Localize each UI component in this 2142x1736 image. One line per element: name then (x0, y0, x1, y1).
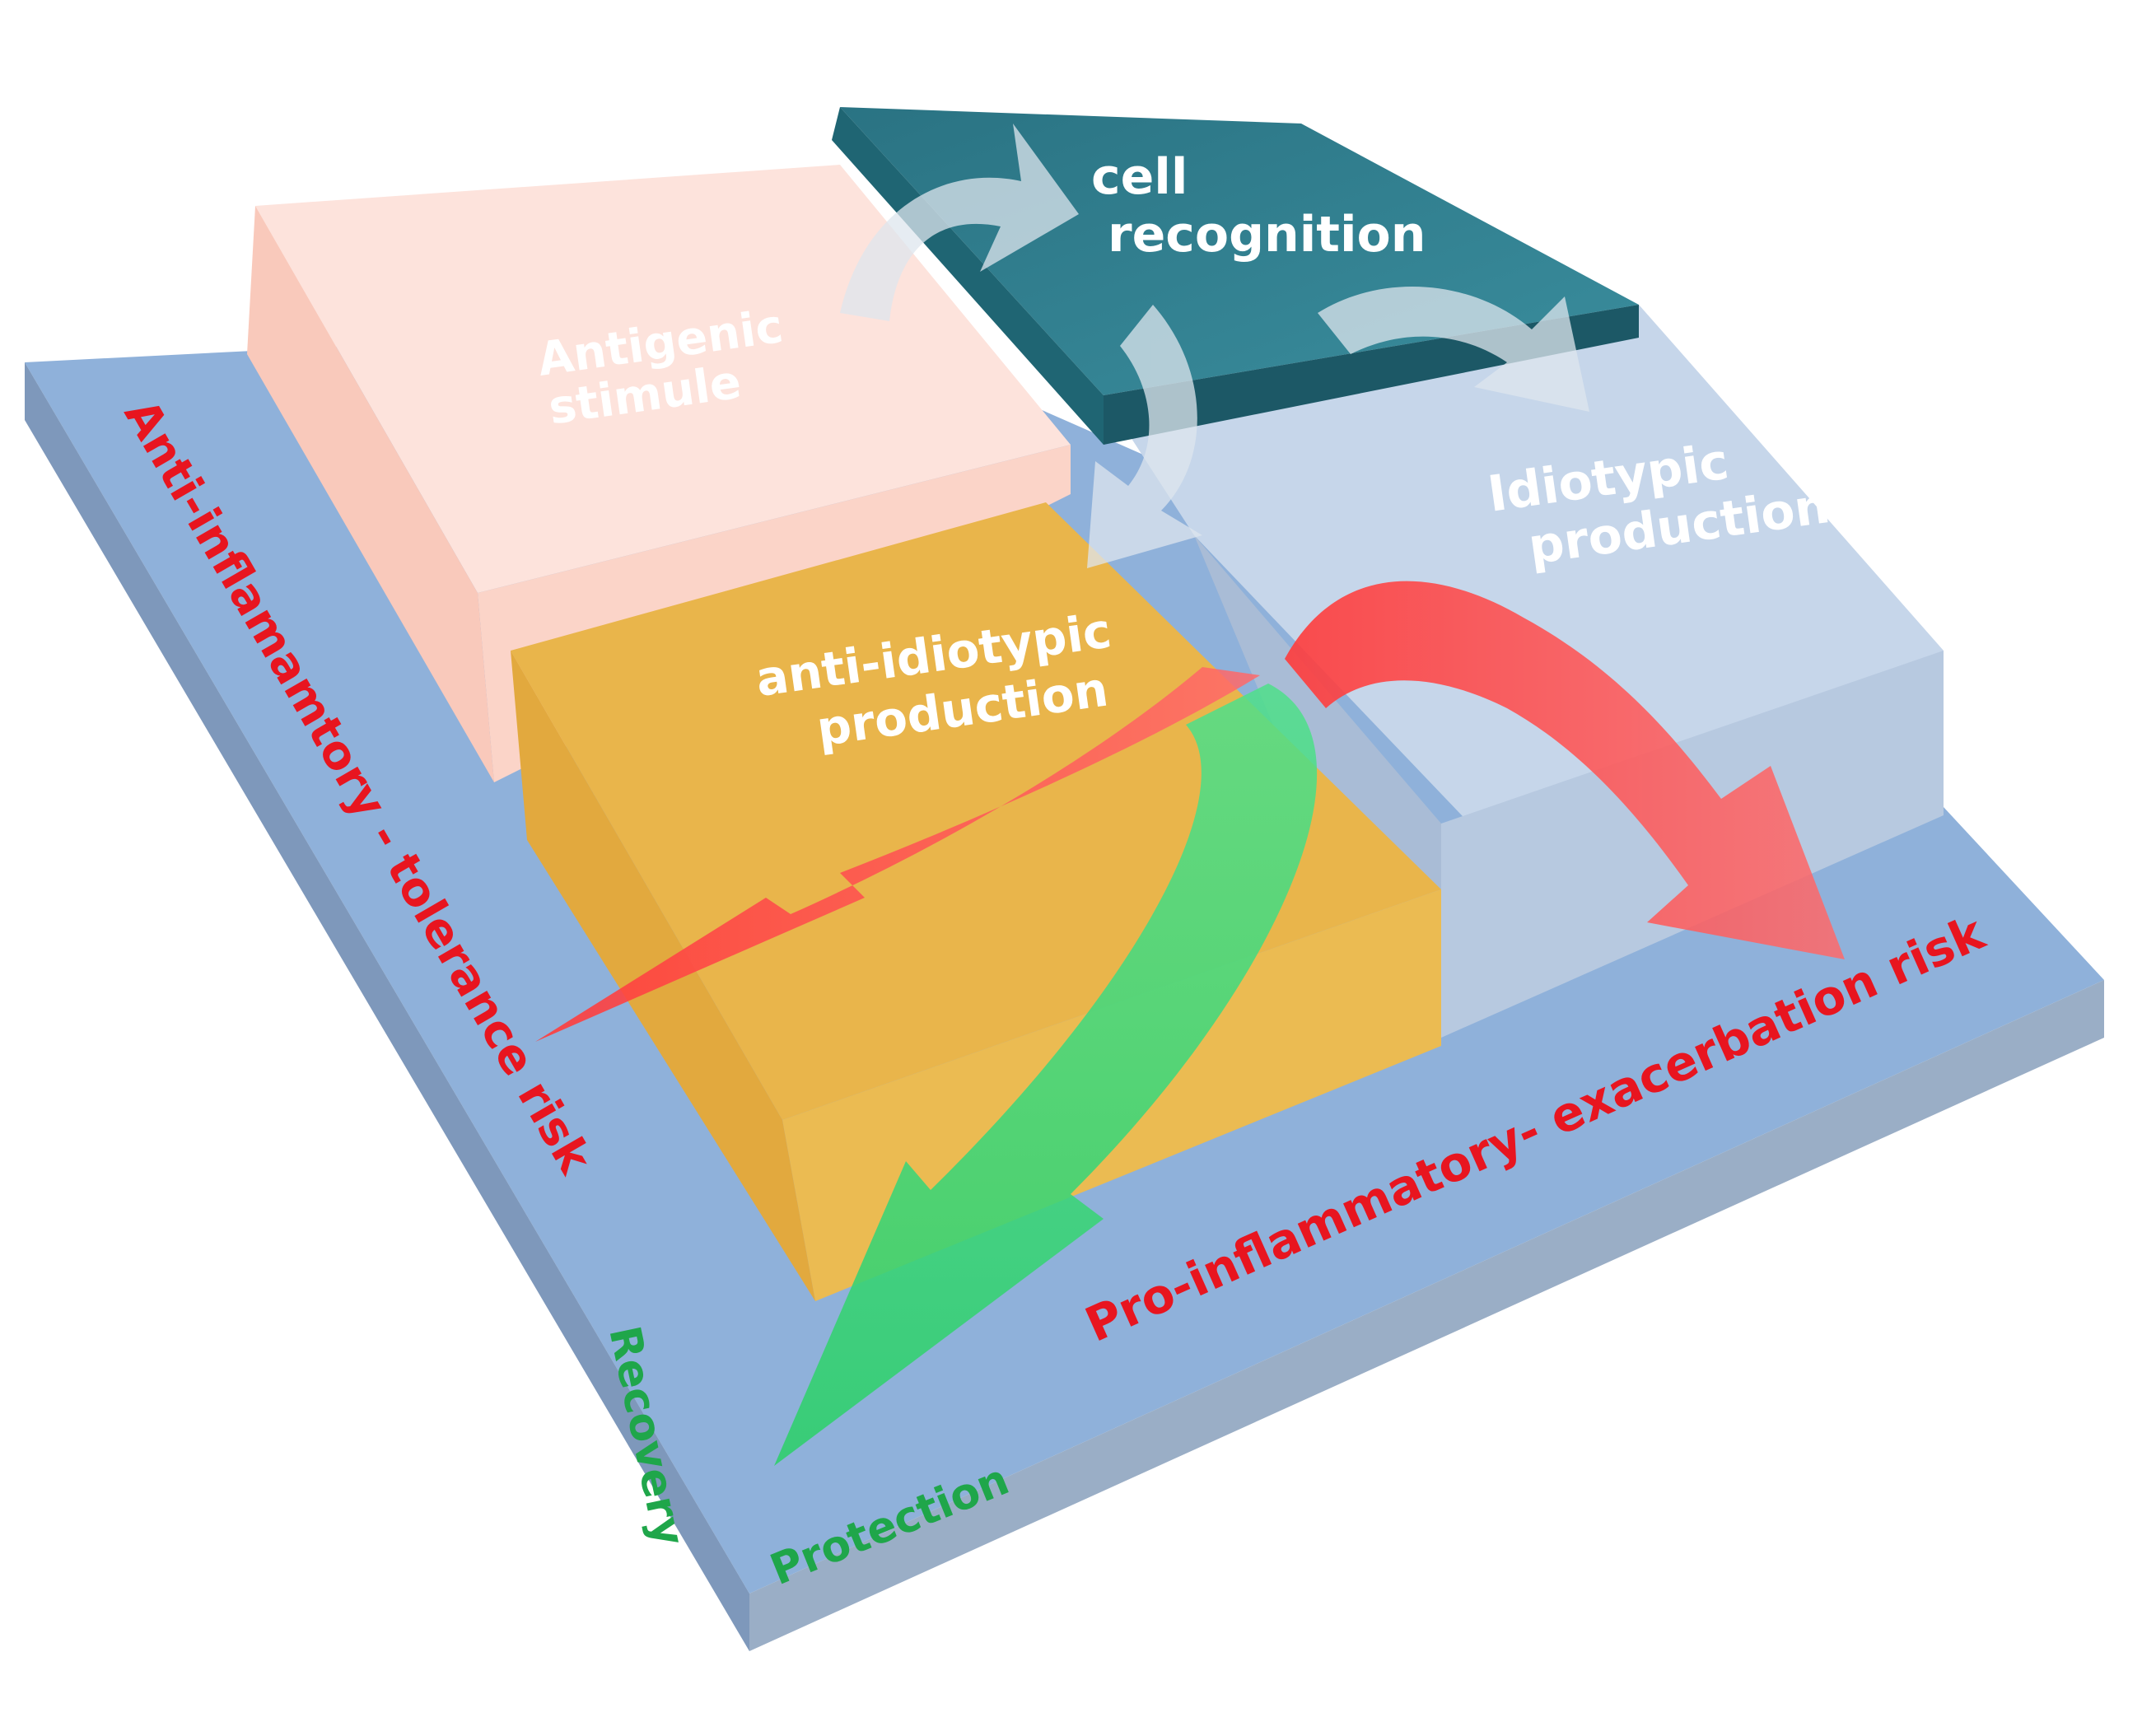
platform-front-side (749, 980, 2104, 1651)
cycle-arrow-icon (1318, 286, 1589, 412)
anti-inflammatory-arrow (535, 667, 1260, 1042)
cell-recognition-label: cell recognition (1091, 148, 1426, 264)
green-arrow-icon (774, 684, 1318, 1466)
antigenic-block-side (247, 206, 494, 782)
cycle-arrow-icon (840, 124, 1079, 321)
cycle-arrow-icon (1087, 305, 1202, 568)
cycle-arrows (840, 124, 1589, 568)
cell-recognition-line1: cell (1091, 148, 1188, 206)
cell-block-side (832, 107, 1104, 445)
red-arrow-right-icon (1285, 581, 1845, 959)
cell-recognition-line2: recognition (1108, 206, 1426, 264)
recovery-protection-arrow (774, 684, 1318, 1466)
pro-inflammatory-arrow (1285, 581, 1845, 959)
platform-left-side (25, 362, 749, 1651)
red-arrow-left-icon (535, 667, 1260, 1042)
